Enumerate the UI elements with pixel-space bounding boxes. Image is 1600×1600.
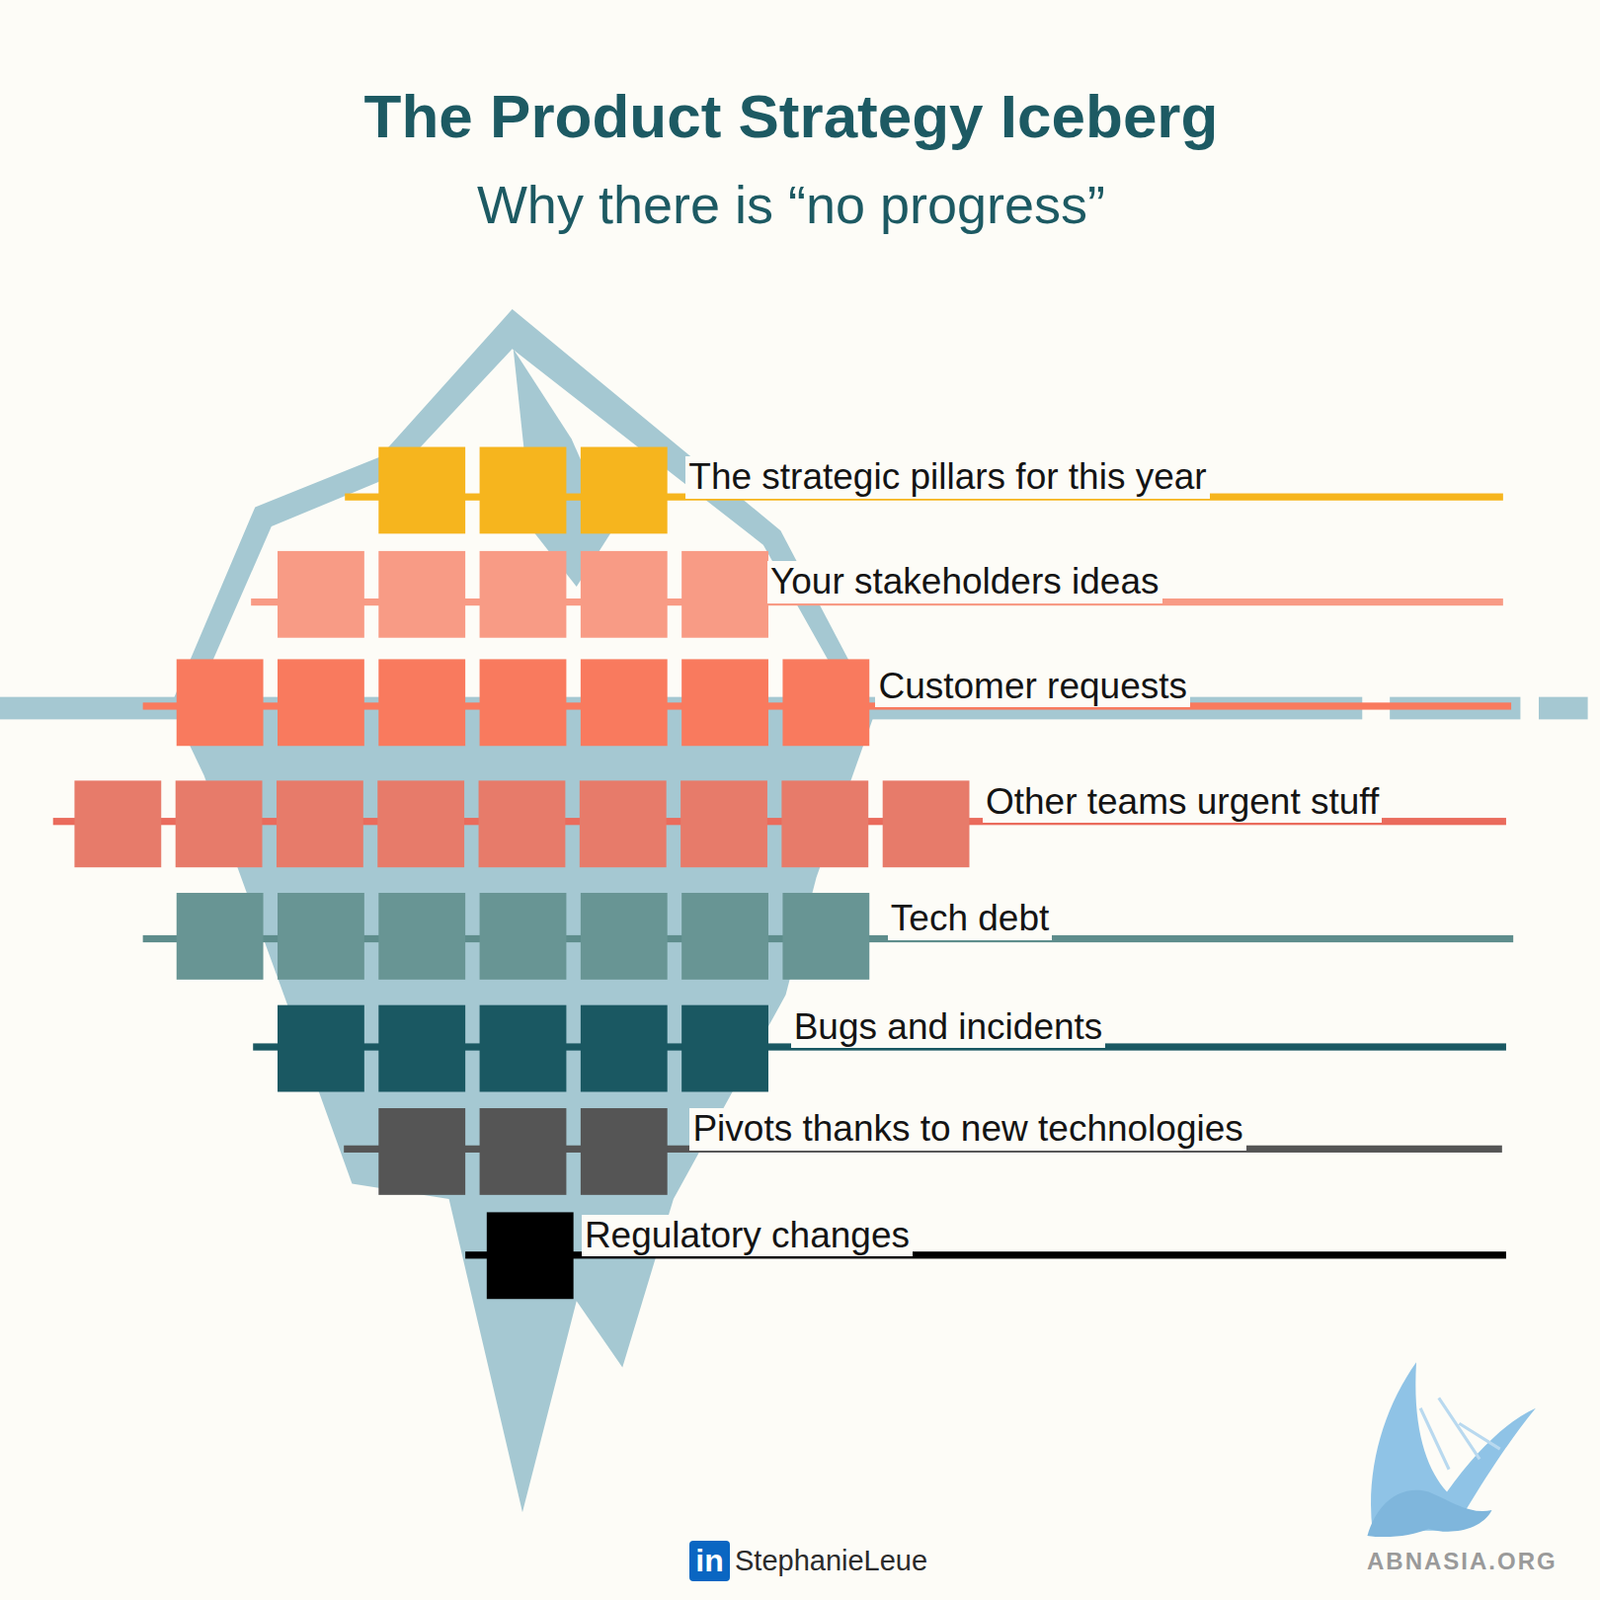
work-item-square bbox=[277, 892, 365, 980]
work-item-square bbox=[378, 447, 466, 535]
work-item-square bbox=[175, 780, 263, 868]
work-item-square bbox=[277, 658, 365, 746]
work-item-square bbox=[378, 551, 466, 639]
priority-row bbox=[465, 1211, 1507, 1299]
work-item-square bbox=[579, 780, 667, 868]
work-item-square bbox=[580, 447, 668, 535]
work-item-square bbox=[681, 892, 769, 980]
row-label: Your stakeholders ideas bbox=[767, 560, 1163, 604]
row-label: Regulatory changes bbox=[581, 1214, 913, 1258]
work-item-square bbox=[176, 892, 264, 980]
work-item-square bbox=[680, 780, 768, 868]
row-label: Customer requests bbox=[875, 665, 1191, 709]
row-label-box: Other teams urgent stuff bbox=[982, 781, 1382, 824]
work-item-square bbox=[480, 1108, 567, 1196]
work-item-square bbox=[681, 1005, 769, 1093]
iceberg-tip-outline bbox=[167, 309, 876, 712]
griffin-feathers bbox=[1420, 1397, 1501, 1469]
row-label-box: Pivots thanks to new technologies bbox=[689, 1108, 1246, 1151]
row-label: The strategic pillars for this year bbox=[685, 456, 1209, 499]
work-item-square bbox=[782, 892, 870, 980]
work-item-square bbox=[480, 1005, 567, 1093]
work-item-square bbox=[782, 658, 870, 746]
row-label-box: Customer requests bbox=[875, 665, 1191, 709]
work-item-square bbox=[377, 780, 465, 868]
row-label-box: Your stakeholders ideas bbox=[767, 560, 1163, 604]
priority-row bbox=[250, 551, 1504, 639]
iceberg-tip-face bbox=[195, 348, 850, 699]
work-item-square bbox=[378, 658, 466, 746]
work-item-square bbox=[781, 780, 869, 868]
work-item-square bbox=[479, 780, 566, 868]
title: The Product Strategy Iceberg bbox=[0, 80, 1583, 152]
author-name: StephanieLeue bbox=[734, 1544, 928, 1578]
work-item-square bbox=[176, 658, 264, 746]
work-item-square bbox=[480, 447, 567, 535]
row-label-box: The strategic pillars for this year bbox=[685, 456, 1209, 499]
work-item-square bbox=[580, 1108, 668, 1196]
work-item-square bbox=[580, 551, 668, 639]
priority-row bbox=[344, 447, 1504, 535]
row-label-box: Tech debt bbox=[887, 897, 1052, 941]
linkedin-letters: in bbox=[689, 1540, 730, 1582]
work-item-square bbox=[480, 658, 567, 746]
priority-row bbox=[53, 780, 1507, 868]
work-item-square bbox=[486, 1211, 574, 1299]
watermark: ABNASIA.ORG bbox=[1366, 1547, 1558, 1576]
griffin-logo bbox=[1366, 1361, 1535, 1537]
row-label: Tech debt bbox=[887, 897, 1052, 941]
work-item-square bbox=[378, 1108, 466, 1196]
work-item-square bbox=[580, 1005, 668, 1093]
row-label: Pivots thanks to new technologies bbox=[689, 1108, 1246, 1151]
row-label-box: Bugs and incidents bbox=[791, 1006, 1107, 1049]
illustration-group bbox=[0, 309, 1589, 1537]
row-label: Bugs and incidents bbox=[791, 1006, 1107, 1049]
priority-row bbox=[143, 658, 1512, 746]
work-item-square bbox=[277, 1005, 365, 1093]
subtitle: Why there is “no progress” bbox=[0, 173, 1583, 236]
row-group bbox=[53, 447, 1514, 1300]
work-item-square bbox=[681, 658, 769, 746]
work-item-square bbox=[378, 1005, 466, 1093]
waterline-dash bbox=[1538, 697, 1589, 720]
work-item-square bbox=[480, 551, 567, 639]
row-label-box: Regulatory changes bbox=[581, 1214, 913, 1258]
griffin-body bbox=[1366, 1490, 1492, 1537]
priority-row bbox=[252, 1005, 1507, 1093]
work-item-square bbox=[480, 892, 567, 980]
linkedin-icon bbox=[689, 1540, 730, 1582]
priority-row bbox=[343, 1108, 1503, 1196]
work-item-square bbox=[580, 892, 668, 980]
work-item-square bbox=[580, 658, 668, 746]
work-item-square bbox=[882, 780, 970, 868]
work-item-square bbox=[277, 551, 365, 639]
work-item-square bbox=[74, 780, 161, 868]
work-item-square bbox=[378, 892, 466, 980]
work-item-square bbox=[681, 551, 769, 639]
priority-row bbox=[143, 892, 1515, 980]
work-item-square bbox=[276, 780, 364, 868]
row-label: Other teams urgent stuff bbox=[982, 781, 1382, 824]
